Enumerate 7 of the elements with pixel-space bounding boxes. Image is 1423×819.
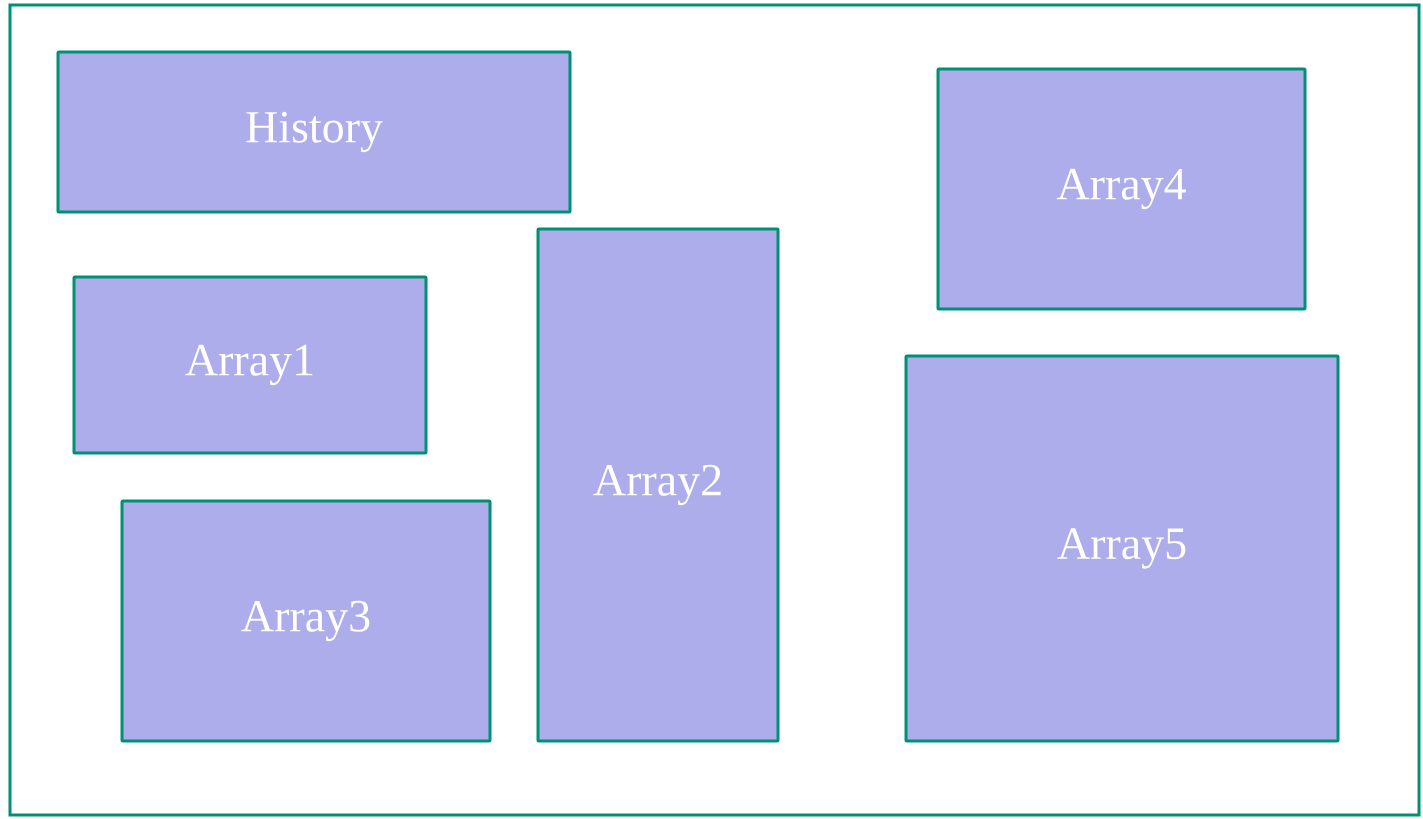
- text-box: History: [56, 50, 572, 214]
- text-box: Array2: [536, 227, 780, 743]
- text-box: Array3: [120, 499, 492, 743]
- text-box: Array1: [72, 275, 428, 455]
- frame-box: [8, 3, 1421, 817]
- text-box: Array4: [936, 67, 1307, 311]
- text-box: Array5: [904, 354, 1340, 743]
